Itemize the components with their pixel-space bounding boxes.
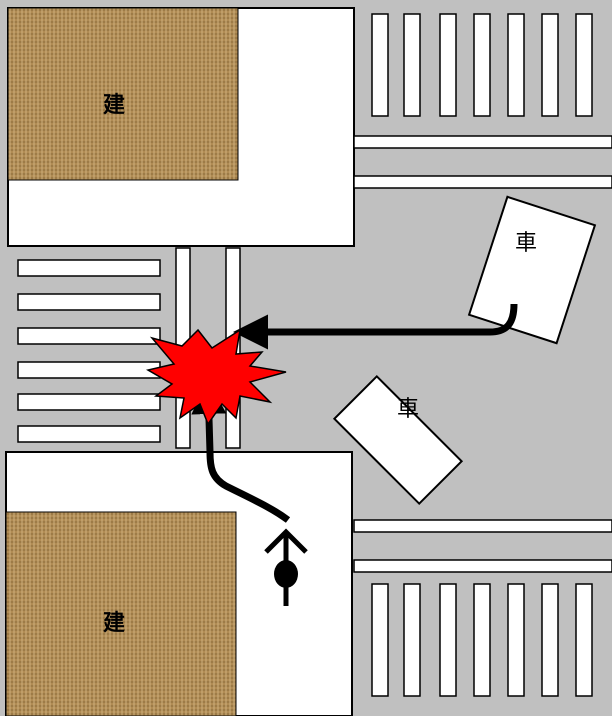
sidewalk-strip-top-right	[353, 135, 612, 149]
building-bottom-left	[5, 511, 237, 716]
crosswalk-top-right	[371, 13, 593, 117]
car-upper: 車	[467, 195, 597, 345]
bicycle-icon	[264, 528, 308, 606]
building-top-left	[7, 7, 239, 181]
crash-burst-icon	[145, 328, 287, 426]
car-lower-label: 車	[397, 397, 419, 422]
curb-line-top-right	[353, 175, 612, 189]
building-top-label: 建	[103, 93, 125, 118]
car-lower: 車	[332, 374, 464, 506]
curb-line-bottom-right	[353, 519, 612, 533]
bicycle-path-arrow	[191, 379, 291, 523]
car-upper-label: 車	[515, 231, 537, 256]
building-bottom-label: 建	[103, 611, 125, 636]
crosswalk-left	[17, 259, 161, 443]
car-path-arrow	[233, 303, 518, 350]
crosswalk-bottom-right	[371, 583, 593, 697]
sidewalk-strip-bottom-right	[353, 559, 612, 573]
